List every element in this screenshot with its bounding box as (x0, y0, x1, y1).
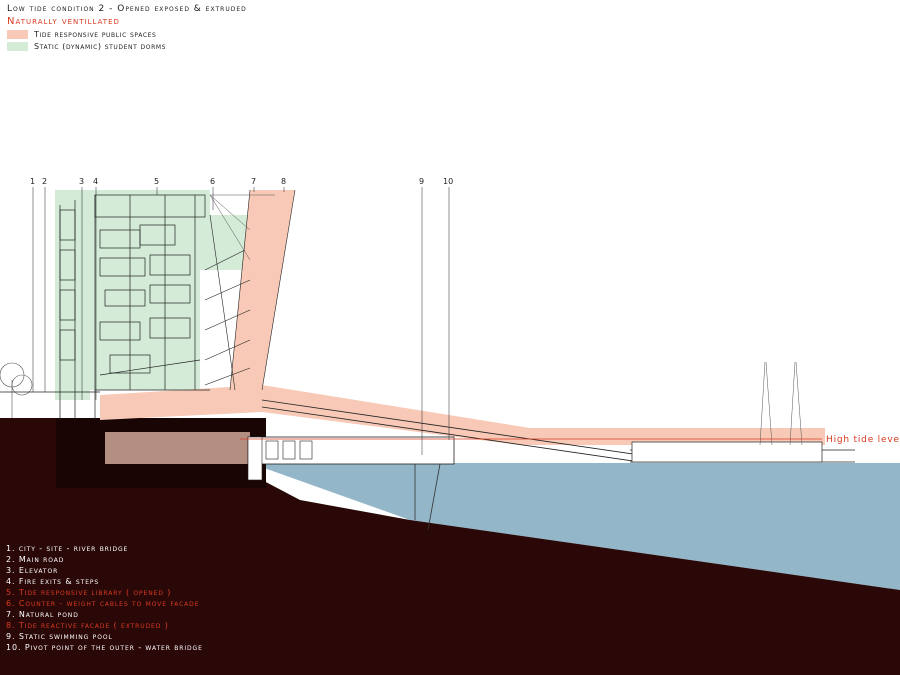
pivot-pier (247, 436, 263, 481)
key-item-3: 3. Elevator (6, 566, 59, 575)
callout-2: 2 (42, 177, 47, 186)
key-item-10: 10. Pivot point of the outer - water bri… (6, 643, 203, 652)
ground-section (0, 418, 900, 675)
counterweight-cables (209, 194, 275, 261)
key-item-5: 5. Tide responsive library ( opened ) (6, 588, 172, 597)
key-item-6: 6. Counter - weight cables to move facad… (6, 599, 200, 608)
callout-10: 10 (443, 177, 453, 186)
river-water (250, 463, 900, 590)
pool-supports (414, 463, 441, 531)
key-item-2: 2. Main road (6, 555, 65, 564)
tree (0, 362, 33, 418)
callout-3: 3 (79, 177, 84, 186)
dorm-structure (59, 194, 210, 420)
floating-pier (631, 441, 823, 463)
callout-6: 6 (210, 177, 215, 186)
pool-window (299, 440, 313, 460)
callout-4: 4 (93, 177, 98, 186)
legend-swatch-green (7, 42, 28, 51)
callout-1: 1 (30, 177, 35, 186)
key-item-8: 8. Tide reactive facade ( extruded ) (6, 621, 169, 630)
diagram-subtitle: Naturally ventillated (7, 16, 120, 27)
numbered-key: 1. city - site - river bridge 2. Main ro… (6, 543, 203, 653)
pier-masts (759, 361, 803, 446)
legend-item-public: Tide responsive public spaces (7, 29, 247, 40)
key-item-9: 9. Static swimming pool (6, 632, 113, 641)
public-space-band (100, 385, 825, 445)
diagram-header: Low tide condition 2 - Opened exposed & … (7, 4, 247, 52)
key-item-1: 1. city - site - river bridge (6, 544, 129, 553)
key-item-4: 4. Fire exits & steps (6, 577, 100, 586)
callout-5: 5 (154, 177, 159, 186)
legend-swatch-peach (7, 30, 28, 39)
swimming-pool-structure (247, 436, 455, 465)
fire-stairs (204, 189, 296, 391)
callout-7: 7 (251, 177, 256, 186)
callout-8: 8 (281, 177, 286, 186)
dorm-tower-zone (55, 190, 262, 400)
callout-leaders (32, 187, 450, 455)
key-item-7: 7. Natural pond (6, 610, 79, 619)
tide-facade-zone (230, 190, 295, 390)
callout-9: 9 (419, 177, 424, 186)
diagram-title: Low tide condition 2 - Opened exposed & … (7, 4, 247, 14)
legend-item-dorms: Static (dynamic) student dorms (7, 41, 247, 52)
legend-label: Tide responsive public spaces (34, 30, 157, 39)
library-lower-zone (105, 432, 250, 464)
pool-window (265, 440, 279, 460)
legend-label: Static (dynamic) student dorms (34, 42, 167, 51)
high-tide-label: High tide level (826, 435, 900, 445)
pool-window (282, 440, 296, 460)
